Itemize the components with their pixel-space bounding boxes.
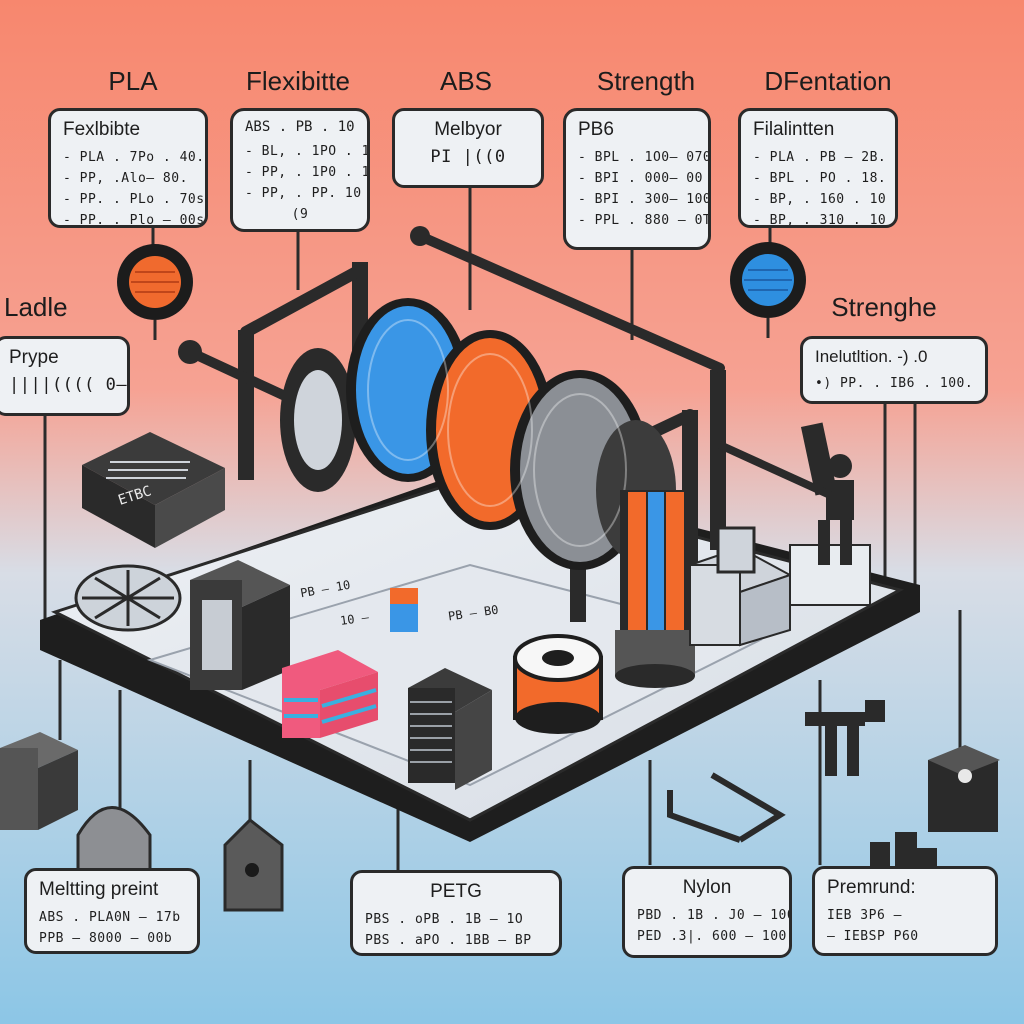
- card-line: - BP, . 310 . 10: [753, 213, 887, 228]
- card-line: - BL, . 1PO . 10: [245, 144, 370, 159]
- card-line: PBD . 1B . J0 — 100: [637, 908, 792, 923]
- card-line: - BPL . PO . 18.: [753, 171, 887, 186]
- card-title: Melbyor: [434, 119, 502, 140]
- heading-pla: PLA: [108, 66, 158, 96]
- card-line: •) PP. . IB6 . 100.: [815, 376, 974, 391]
- card-line: - PP, . PP. 10: [245, 186, 362, 201]
- card-petg: PETG PBS . oPB . 1B — 1O PBS . aPO . 1BB…: [350, 870, 562, 956]
- card-title: Nylon: [682, 877, 732, 898]
- card-line: - PP. . PLo . 70s: [63, 192, 205, 207]
- card-line: PED .3|. 600 — 100: [637, 929, 787, 944]
- card-line: - BPI . 300— 100: [578, 192, 711, 207]
- card-title: ABS . PB . 10: [245, 119, 355, 135]
- heading-dfentation: DFentation: [764, 66, 892, 96]
- card-abs: ABS . PB . 10 - BL, . 1PO . 10 - PP, . 1…: [230, 108, 370, 232]
- card-title: Premrund:: [827, 877, 916, 898]
- card-line: - BPL . 1O0— 070: [578, 150, 711, 165]
- card-melting-point: Meltting preint ABS . PLA0N — 17b PPB — …: [24, 868, 200, 954]
- card-line: - PP. . Plo — 00s: [63, 213, 205, 228]
- card-line: IEB 3P6 —: [827, 908, 902, 923]
- card-line: - BP, . 160 . 10: [753, 192, 887, 207]
- card-line: - BPI . 000— 00: [578, 171, 703, 186]
- heading-strenghe: Strenghe: [831, 292, 937, 322]
- card-line: - PP, .Alo— 80.: [63, 171, 188, 186]
- heading-abs: ABS: [439, 66, 493, 96]
- card-line: - PLA . 7Po . 40.: [63, 150, 205, 165]
- card-title: Prype: [9, 347, 59, 368]
- heading-ladle: Ladle: [4, 292, 68, 322]
- card-line: PBS . aPO . 1BB — BP: [365, 933, 532, 948]
- card-title: PETG: [430, 881, 482, 902]
- card-line: PI |((0: [430, 147, 506, 167]
- card-line: - PLA . PB — 2B.: [753, 150, 887, 165]
- card-line: - PPL . 880 — 0T0: [578, 213, 711, 228]
- card-line: PBS . oPB . 1B — 1O: [365, 912, 524, 927]
- card-line: – IEBSP P60: [827, 929, 919, 944]
- card-pb6: PB6 - BPL . 1O0— 070 - BPI . 000— 00 - B…: [563, 108, 711, 250]
- card-line: ||||(((( 0—: [9, 375, 128, 395]
- heading-strength: Strength: [596, 66, 696, 96]
- card-title: Filalintten: [753, 119, 835, 140]
- card-prype: Prype ||||(((( 0—: [0, 336, 130, 416]
- card-melbyor: Melbyor PI |((0: [392, 108, 544, 188]
- card-flexibility: Fexlbibte - PLA . 7Po . 40. - PP, .Alo— …: [48, 108, 208, 228]
- card-title: Meltting preint: [39, 879, 159, 900]
- card-filalintten: Filalintten - PLA . PB — 2B. - BPL . PO …: [738, 108, 898, 228]
- card-title: Fexlbibte: [63, 119, 141, 140]
- card-premrund: Premrund: IEB 3P6 — – IEBSP P60: [812, 866, 998, 956]
- card-line: - PP, . 1P0 . 10: [245, 165, 370, 180]
- card-line: ABS . PLA0N — 17b: [39, 910, 181, 925]
- card-nylon: Nylon PBD . 1B . J0 — 100 PED .3|. 600 —…: [622, 866, 792, 958]
- card-title: Inelutltion. -) .0: [815, 347, 928, 366]
- card-line: PPB — 8000 — 00b: [39, 931, 173, 946]
- card-title: PB6: [578, 119, 614, 140]
- heading-flexibility: Flexibitte: [245, 66, 351, 96]
- card-footnote: (9: [291, 207, 309, 222]
- card-inelutltion: Inelutltion. -) .0 •) PP. . IB6 . 100.: [800, 336, 988, 404]
